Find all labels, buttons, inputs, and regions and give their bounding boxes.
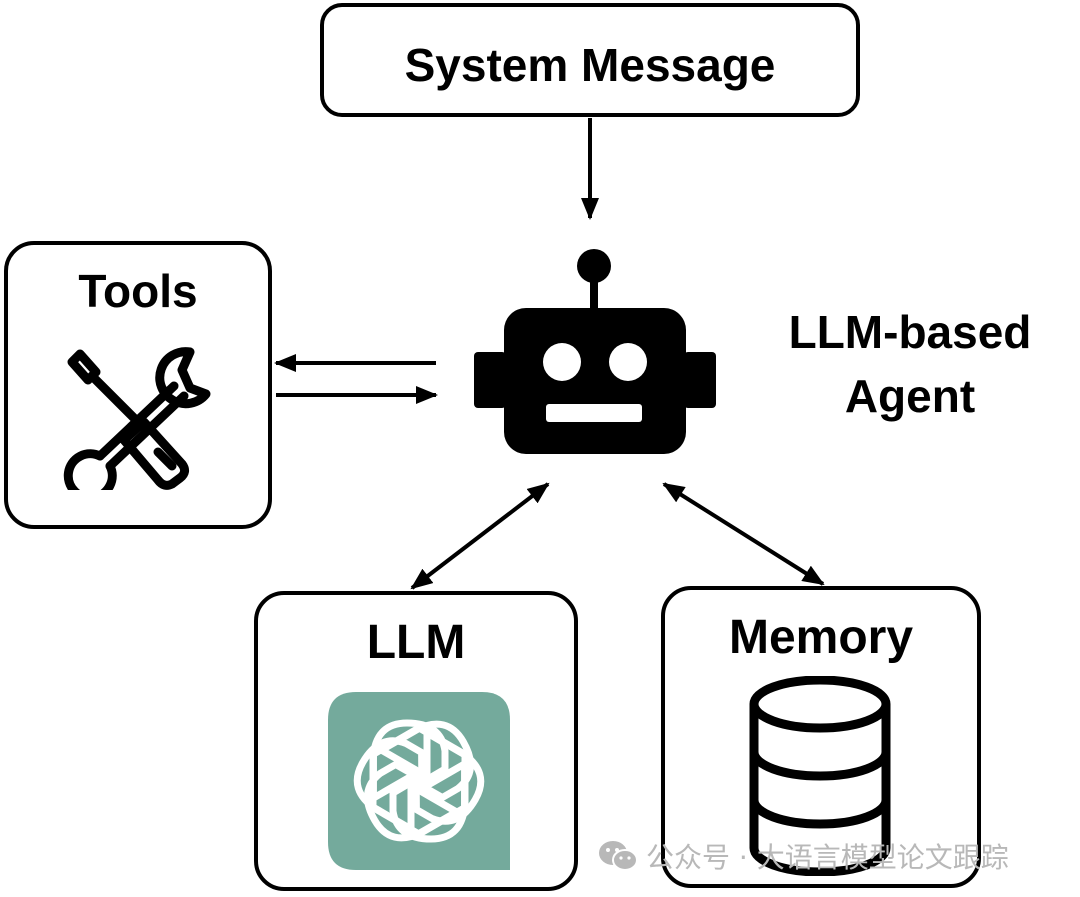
system-message-node: System Message	[320, 3, 860, 117]
robot-icon	[474, 249, 716, 454]
arrow-agent-llm	[410, 482, 550, 590]
system-message-label: System Message	[404, 39, 776, 91]
database-icon	[749, 676, 891, 876]
tools-node: Tools	[4, 241, 272, 529]
wrench-screwdriver-icon	[63, 347, 211, 490]
watermark: 公众号 · 大语言模型论文跟踪	[598, 836, 1009, 876]
memory-node: Memory	[661, 586, 981, 888]
arrow-agent-memory	[662, 482, 825, 586]
openai-logo	[328, 692, 510, 870]
wechat-icon	[599, 841, 638, 871]
llm-label: LLM	[366, 616, 466, 669]
agent-label-line1: LLM-based	[788, 306, 1032, 358]
watermark-text: 公众号 · 大语言模型论文跟踪	[646, 841, 1009, 874]
agent-label: LLM-based Agent	[760, 300, 1060, 428]
agent-label-line2: Agent	[844, 370, 976, 422]
memory-label: Memory	[728, 611, 914, 664]
tools-label: Tools	[78, 265, 198, 317]
